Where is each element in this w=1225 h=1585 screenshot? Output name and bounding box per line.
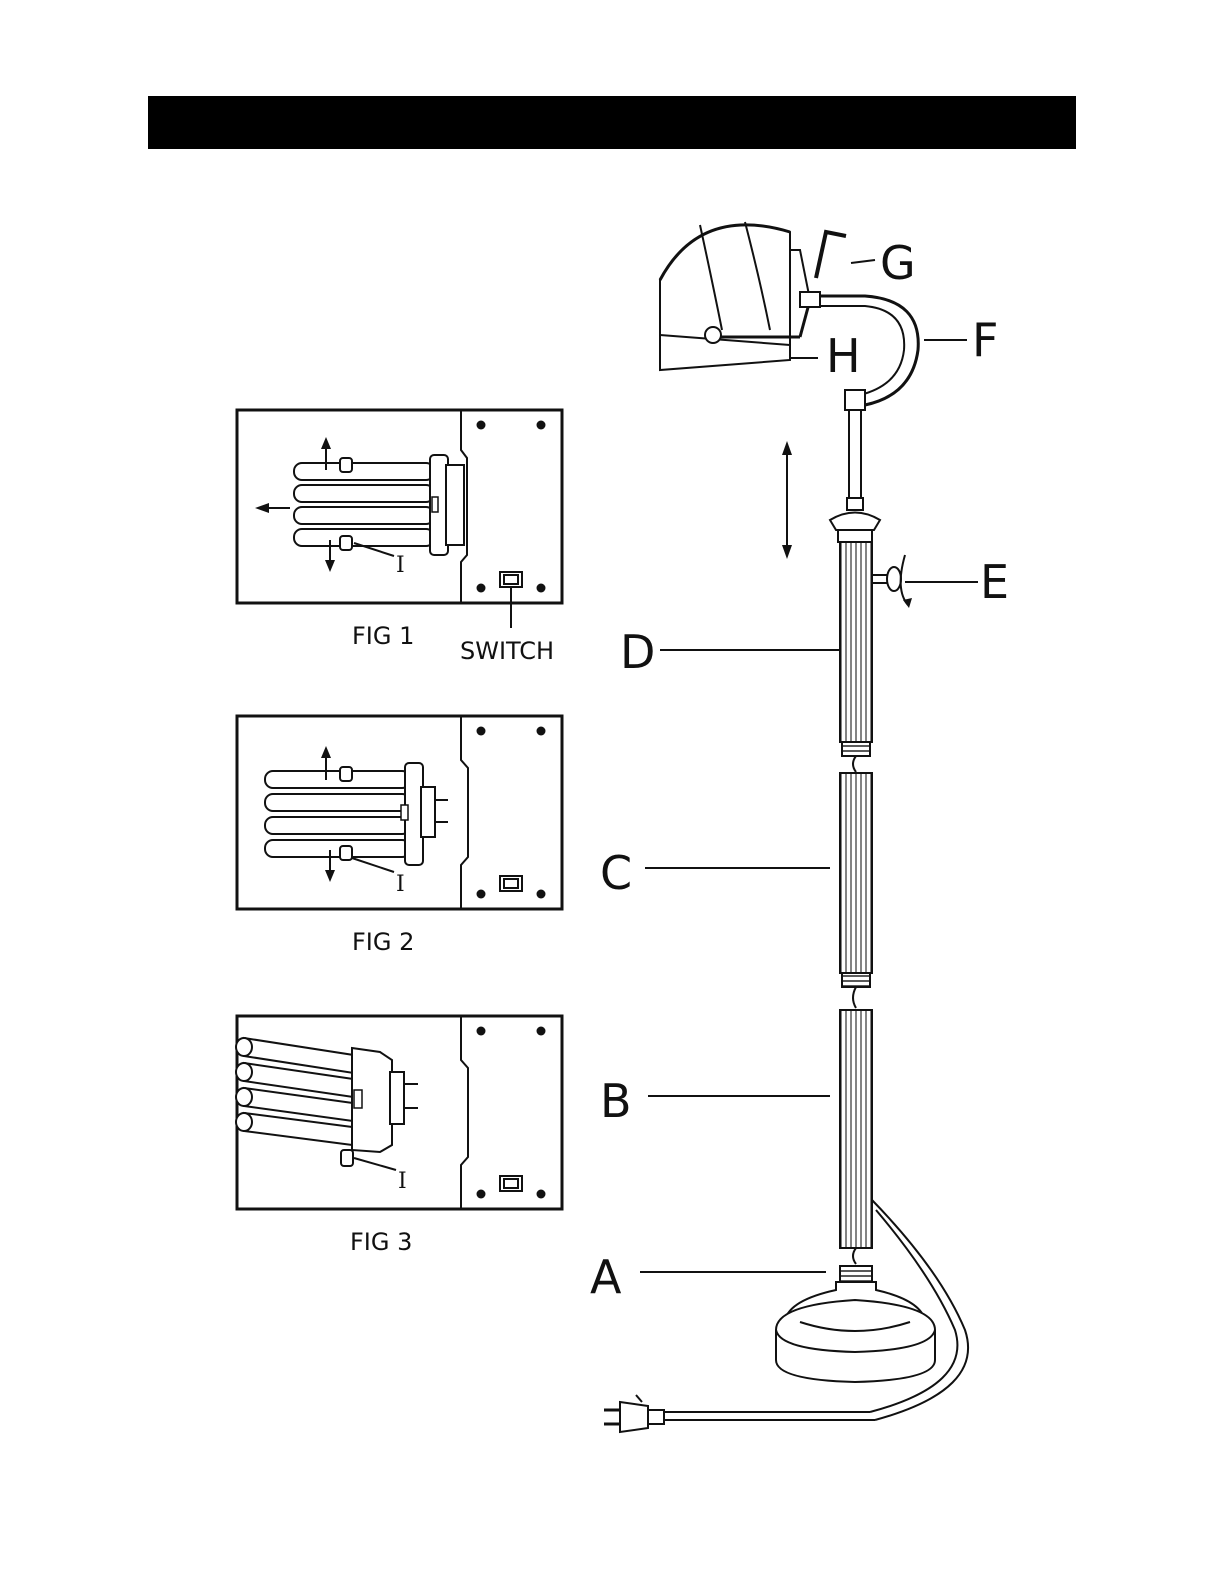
fig2-caption: FIG 2 <box>352 928 414 956</box>
lamp-base <box>776 1282 935 1382</box>
bulb-icon <box>294 455 464 555</box>
part-label-i: I <box>396 872 405 897</box>
allen-key-icon <box>816 232 846 278</box>
tube-d <box>840 542 872 742</box>
lamp-shade <box>660 222 810 370</box>
part-label-a: A <box>590 1250 622 1304</box>
part-label-e: E <box>980 555 1009 609</box>
plug-icon <box>604 1395 664 1432</box>
fig2-panel: I <box>237 716 562 909</box>
part-label-c: C <box>600 846 632 900</box>
fig3-caption: FIG 3 <box>350 1228 412 1256</box>
part-label-h: H <box>826 329 861 383</box>
part-label-f: F <box>972 313 998 367</box>
fig1-panel: I <box>237 410 562 628</box>
part-label-b: B <box>600 1074 632 1128</box>
bulb-icon <box>265 763 448 865</box>
switch-label: SWITCH <box>460 637 554 665</box>
tube-c <box>840 773 872 973</box>
part-label-g: G <box>880 236 916 290</box>
tube-b <box>840 1010 872 1248</box>
tilted-bulb-icon <box>236 1038 418 1166</box>
part-label-i: I <box>398 1169 407 1194</box>
fig1-caption: FIG 1 <box>352 622 414 650</box>
part-label-i: I <box>396 553 405 578</box>
part-label-d: D <box>620 625 655 679</box>
floor-lamp-illustration <box>604 222 968 1432</box>
fig3-panel: I <box>236 1016 562 1209</box>
